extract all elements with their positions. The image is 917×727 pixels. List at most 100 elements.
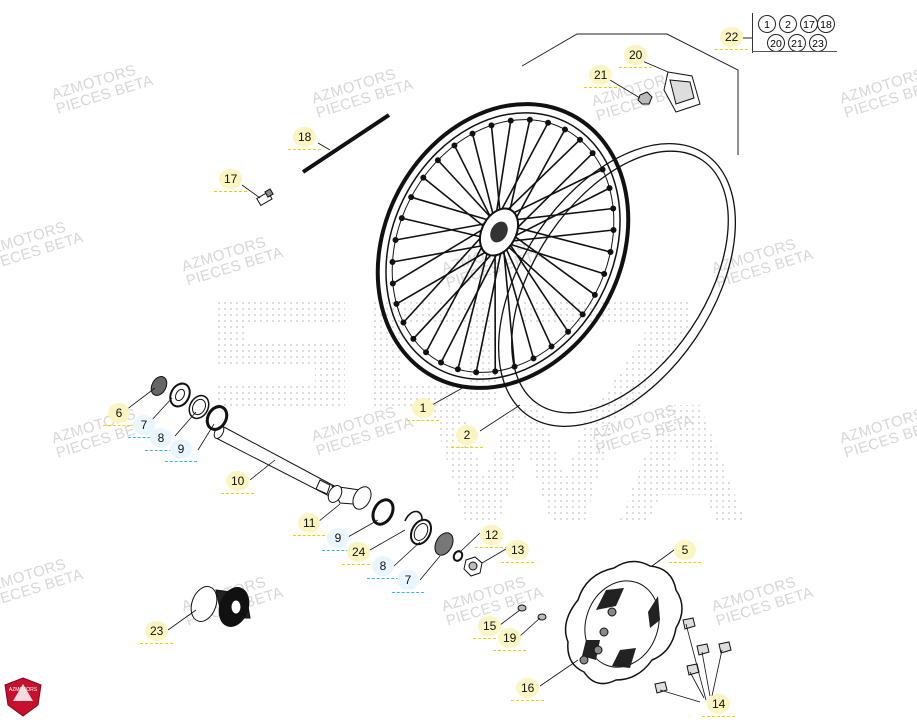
callout-16[interactable]: 16 — [510, 678, 545, 701]
kit-leader-lines — [521, 33, 752, 155]
spoke-nipple — [420, 174, 427, 181]
callout-17[interactable]: 17 — [213, 169, 248, 192]
callout-9[interactable]: 9 — [165, 439, 197, 462]
spoke-nipple — [398, 215, 405, 222]
right-bearing-stack — [371, 498, 483, 577]
spoke-nipple — [545, 119, 552, 126]
spoke-nipple — [473, 369, 480, 376]
callout-8[interactable]: 8 — [145, 428, 177, 451]
disc-bolt — [696, 643, 710, 656]
callout-9[interactable]: 9 — [322, 528, 354, 551]
wheel-spoke — [502, 241, 516, 367]
callout-19[interactable]: 19 — [492, 628, 527, 651]
spoke-nipple — [392, 236, 399, 243]
spoke-nipple — [606, 185, 613, 192]
wheel-spoke — [494, 122, 549, 223]
spoke-nipple — [434, 157, 441, 164]
spoke-nipple — [610, 205, 617, 212]
callout-15[interactable]: 15 — [472, 616, 507, 639]
spoke-nipple — [488, 122, 495, 129]
callout-11[interactable]: 11 — [292, 513, 327, 536]
dotted-background-lettering — [215, 300, 745, 520]
spoke-nipple — [607, 249, 614, 256]
wheel-spoke — [471, 133, 496, 223]
callout-8[interactable]: 8 — [367, 556, 399, 579]
callout-7[interactable]: 7 — [128, 415, 160, 438]
spoke-nipple — [601, 270, 608, 277]
spoke-nipple — [576, 136, 583, 143]
disc-bolt — [718, 641, 732, 654]
kit-member: 17 — [800, 15, 818, 33]
rim-strip — [301, 113, 391, 174]
spoke-nipple — [451, 142, 458, 149]
left-bearing-stack — [150, 376, 229, 431]
spoke-nipple — [393, 300, 400, 307]
wheel-spoke — [502, 229, 614, 243]
callout-1[interactable]: 1 — [407, 398, 439, 421]
callout-13[interactable]: 13 — [500, 540, 535, 563]
disc-bolt — [654, 681, 668, 694]
tyre-band — [497, 142, 737, 428]
spoke-nipple — [579, 311, 586, 318]
wheel-spoke — [440, 241, 504, 363]
spoke-nipple — [589, 150, 596, 157]
washers — [517, 604, 547, 621]
callout-20[interactable]: 20 — [618, 45, 653, 68]
callout-18[interactable]: 18 — [287, 127, 322, 150]
wheel-spoke — [475, 241, 504, 373]
wheel-spoke — [412, 241, 504, 340]
spoke-nipple — [591, 291, 598, 298]
leader-lines — [125, 59, 723, 703]
disc-bolt — [682, 617, 696, 630]
spoke-nipple — [454, 366, 461, 373]
spoke-nipple — [423, 349, 430, 356]
brand-logo: AZMOTORS — [3, 677, 43, 717]
kit-member: 23 — [809, 34, 827, 52]
spoke-nipple — [389, 280, 396, 287]
kit-member: 18 — [817, 15, 835, 33]
callout-22[interactable]: 22 — [714, 27, 749, 50]
spoke-nipple — [561, 126, 568, 133]
spoke-nipple — [565, 328, 572, 335]
spoke-nipple — [548, 343, 555, 350]
spoke-nipple — [410, 335, 417, 342]
wheel-spoke — [395, 221, 496, 241]
kit-group-members: 1 2 17 18 20 21 23 — [752, 13, 837, 53]
spoke-nipple — [507, 117, 514, 124]
spoke-nipple — [400, 319, 407, 326]
wheel-spoke — [502, 241, 605, 275]
callout-2[interactable]: 2 — [451, 425, 483, 448]
spoke-nipple — [438, 359, 445, 366]
callout-21[interactable]: 21 — [583, 65, 618, 88]
spoke-nipple — [408, 194, 415, 201]
kit-member: 21 — [788, 34, 806, 52]
callout-5[interactable]: 5 — [669, 540, 701, 563]
brake-disc — [564, 560, 683, 685]
callout-23[interactable]: 23 — [139, 621, 174, 644]
spoke-nipple — [389, 258, 396, 265]
spoke-nipple — [530, 355, 537, 362]
callout-10[interactable]: 10 — [220, 471, 255, 494]
wheel-spoke — [410, 196, 496, 223]
callout-6[interactable]: 6 — [103, 403, 135, 426]
wheel-spoke — [494, 120, 512, 223]
spoke-wheel — [375, 102, 631, 390]
bolt-part — [256, 188, 274, 207]
spacer-tube — [327, 485, 372, 510]
callout-12[interactable]: 12 — [474, 525, 509, 548]
callout-24[interactable]: 24 — [341, 542, 376, 565]
spoke-nipple — [492, 368, 499, 375]
kit-member: 2 — [779, 15, 797, 33]
callout-7[interactable]: 7 — [392, 570, 424, 593]
callout-14[interactable]: 14 — [701, 694, 736, 717]
hub-flange — [190, 586, 251, 627]
spoke-nipple — [526, 116, 533, 123]
nut-part — [637, 91, 653, 105]
rim-lock — [663, 71, 701, 113]
spoke-nipple — [610, 227, 617, 234]
kit-member: 1 — [758, 15, 776, 33]
wheel-spoke — [502, 241, 553, 347]
kit-member: 20 — [767, 34, 785, 52]
